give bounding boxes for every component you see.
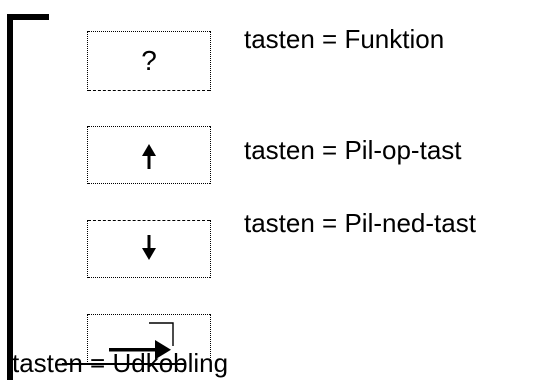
key-help-label: tasten = Funktion (244, 24, 445, 54)
key-down (87, 220, 211, 278)
arrow-up-icon (88, 142, 210, 170)
key-up (87, 126, 211, 184)
bracket-top (7, 14, 49, 20)
arrow-down-icon (88, 234, 210, 262)
key-help: ? (87, 31, 211, 91)
bracket-vertical (7, 14, 13, 380)
key-exit (87, 314, 211, 362)
question-key-glyph: ? (141, 45, 157, 76)
key-down-label: tasten = Pil-ned-tast (244, 208, 476, 238)
arrow-right-bracket-icon (88, 322, 210, 362)
strike-line (62, 363, 186, 365)
key-up-label: tasten = Pil-op-tast (244, 135, 462, 165)
